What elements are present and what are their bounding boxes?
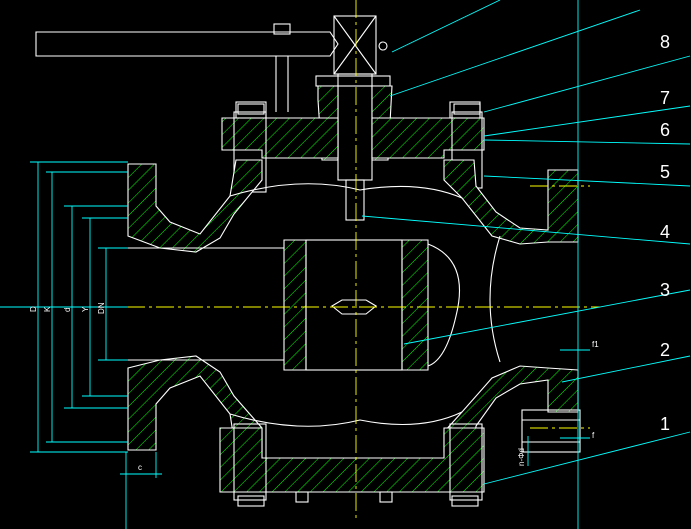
balloon-3: 3 <box>660 280 670 300</box>
flange-bolt-detail <box>521 409 581 453</box>
dim-f: f <box>592 431 595 440</box>
balloon-1: 1 <box>660 414 670 434</box>
bonnet <box>221 101 485 159</box>
valve-body <box>127 159 579 453</box>
dim-f1: f1 <box>592 340 599 349</box>
balloon-4: 4 <box>660 222 670 242</box>
dimension-lines <box>0 161 590 529</box>
balloon-6: 6 <box>660 120 670 140</box>
dim-Y: Y <box>81 306 90 312</box>
balloon-labels: 8 7 6 5 4 3 2 1 <box>660 32 670 434</box>
dim-bolt-holes: n-Φd <box>517 448 526 466</box>
balloon-8: 8 <box>660 32 670 52</box>
leader-lines <box>361 0 691 529</box>
bottom-cover <box>219 423 485 507</box>
dim-DN: DN <box>97 302 106 314</box>
dim-K: K <box>43 306 52 312</box>
dim-D: D <box>29 306 38 312</box>
dim-d: d <box>63 308 72 312</box>
handle-lever <box>35 23 339 112</box>
balloon-5: 5 <box>660 162 670 182</box>
plug-sleeve <box>283 235 501 371</box>
balloon-2: 2 <box>660 340 670 360</box>
centerlines <box>40 0 600 520</box>
balloon-7: 7 <box>660 88 670 108</box>
dimension-labels: D K d Y DN c f1 f n-Φd <box>29 302 599 472</box>
dim-c: c <box>138 463 142 472</box>
